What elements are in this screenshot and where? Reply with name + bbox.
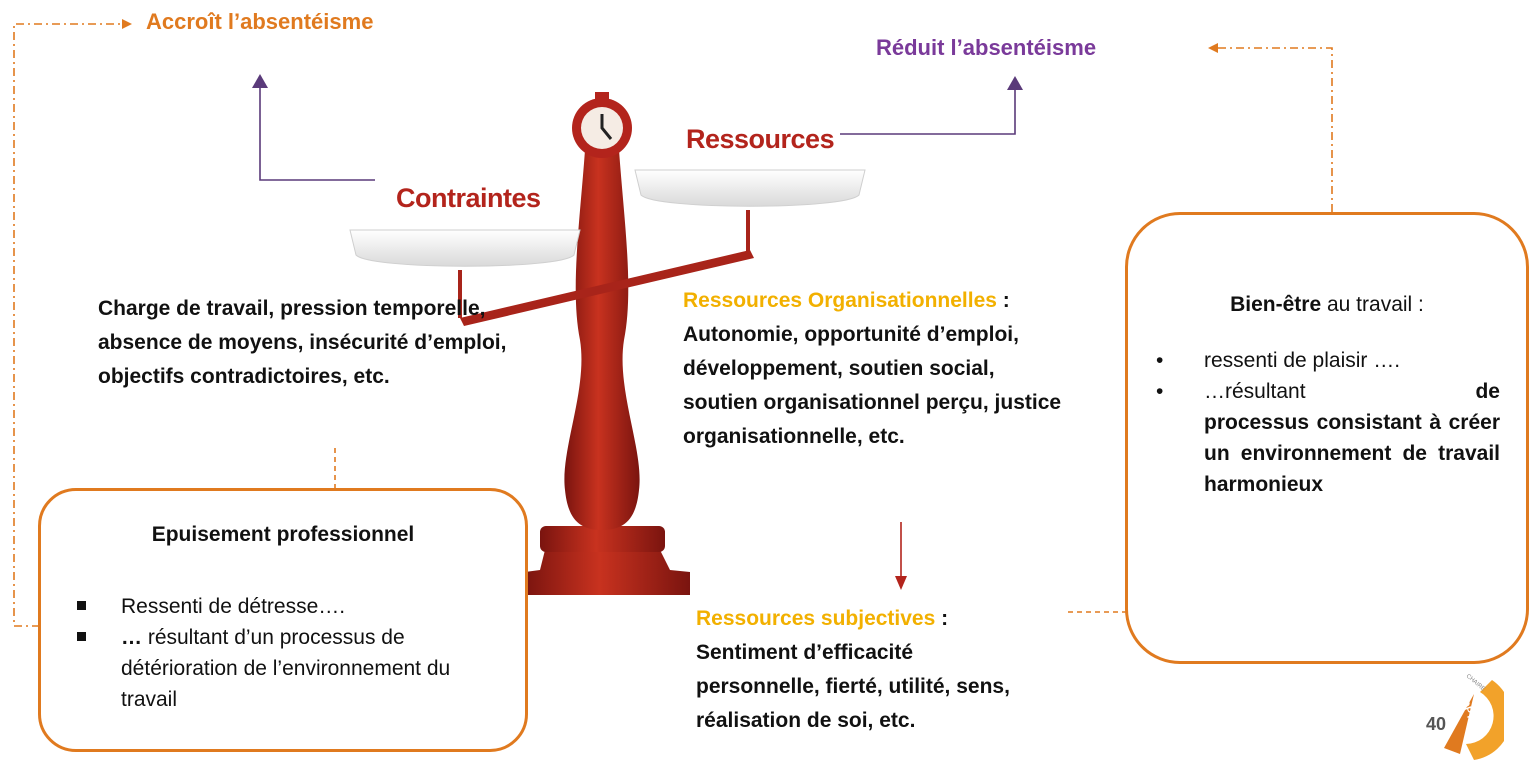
reduce-absenteeism-label: Réduit l’absentéisme (876, 35, 1097, 60)
wellbeing-item-1: ressenti de plaisir …. (1204, 349, 1401, 372)
org-resources-text: Autonomie, opportunité d’emploi, dévelop… (683, 323, 1062, 448)
increase-absenteeism-label: Accroît l’absentéisme (146, 9, 374, 34)
logo-icon (1444, 680, 1512, 760)
wellbeing-title: Bien-être au travail : (1128, 293, 1526, 317)
wellbeing-title-rest: au travail : (1321, 293, 1424, 316)
burnout-item-1: Ressenti de détresse…. (121, 595, 346, 618)
subjective-resources-block: Ressources subjectives : Sentiment d’eff… (696, 602, 1056, 738)
subjective-resources-colon: : (935, 607, 949, 630)
list-item: Ressenti de détresse…. (41, 591, 481, 622)
list-item: … résultant d’un processus de détériorat… (41, 622, 481, 715)
org-resources-block: Ressources Organisationnelles : Autonomi… (683, 284, 1123, 454)
constraints-text: Charge de travail, pression temporelle, … (98, 297, 507, 388)
resources-to-reduce-line (840, 84, 1016, 135)
resources-arrowhead (1007, 76, 1023, 90)
scale-base (525, 550, 690, 595)
constraints-to-increase-line (259, 82, 375, 181)
org-resources-colon: : (996, 289, 1010, 312)
scale-column (564, 150, 640, 530)
chaire-optima-logo: 40 CHAIRE OPTIMA (1414, 664, 1512, 764)
burnout-title: Epuisement professionnel (151, 523, 415, 546)
right-feedback-line (1208, 43, 1333, 212)
balance-scale (349, 92, 866, 595)
list-item: ressenti de plaisir …. (1128, 345, 1500, 376)
left-pan (349, 229, 581, 267)
resources-pan-label: Ressources (686, 124, 835, 154)
left-feedback-line (13, 19, 132, 627)
burnout-item-2: résultant d’un processus de détérioratio… (121, 626, 451, 711)
constraints-pan-label: Contraintes (396, 183, 541, 213)
right-pan (634, 169, 866, 207)
wellbeing-item-2-de: de (1475, 380, 1500, 403)
wellbeing-item-2-plain: …résultant (1204, 380, 1306, 403)
wellbeing-box: Bien-être au travail : ressenti de plais… (1125, 212, 1529, 664)
subjective-resources-text: Sentiment d’efficacité personnelle, fier… (696, 641, 1010, 732)
constraints-arrowhead (252, 74, 268, 88)
burnout-box: Epuisement professionnel Ressenti de dét… (38, 488, 528, 752)
scale-beam (460, 250, 754, 326)
burnout-item-2-ellipsis: … (121, 626, 142, 649)
subjective-resources-title: Ressources subjectives (696, 607, 936, 630)
wellbeing-item-2-bold: processus consistant à créer un environn… (1204, 411, 1500, 496)
page-number: 40 (1426, 714, 1447, 734)
wellbeing-title-bold: Bien-être (1230, 293, 1322, 316)
list-item: …résultant de processus consistant à crée… (1128, 376, 1500, 500)
org-resources-title: Ressources Organisationnelles (683, 289, 997, 312)
